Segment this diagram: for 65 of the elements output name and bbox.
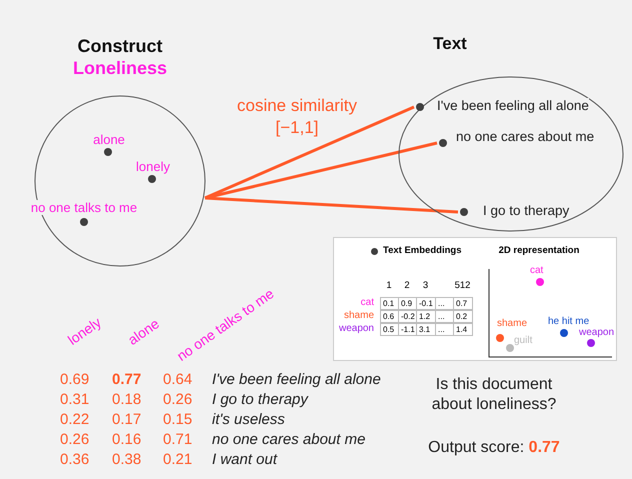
row-label: weapon xyxy=(338,323,374,334)
sentence: no one cares about me xyxy=(212,431,366,448)
column-label: alone xyxy=(124,315,162,348)
sentence: it's useless xyxy=(212,411,285,428)
score-value: 0.31 xyxy=(60,391,90,408)
point-label: weapon xyxy=(579,327,614,338)
score-value: 0.36 xyxy=(60,451,90,468)
sentence: I've been feeling all alone xyxy=(212,371,381,388)
point-label: shame xyxy=(497,318,528,330)
score-value: 0.38 xyxy=(112,451,142,468)
point-label: he hit me xyxy=(548,316,590,328)
score-value: 0.71 xyxy=(163,431,192,448)
connector-line xyxy=(204,106,415,200)
score-value: 0.77 xyxy=(112,371,142,388)
table-cell: 0.6 xyxy=(380,310,399,323)
column-header: 2 xyxy=(403,281,411,292)
column-header: 1 xyxy=(385,281,393,292)
table-cell: 3.1 xyxy=(416,323,436,336)
sentence: I want out xyxy=(212,451,278,468)
sentence: I've been feeling all alone xyxy=(437,98,589,113)
panel-heading: Text Embeddings xyxy=(383,245,462,256)
score-value: 0.64 xyxy=(163,371,192,388)
table-cell: 0.9 xyxy=(398,297,417,310)
sentence: no one cares about me xyxy=(456,129,594,144)
table-cell: -0.2 xyxy=(398,310,417,323)
point-label: guilt xyxy=(514,335,532,346)
point-label: cat xyxy=(530,265,544,276)
connector-line xyxy=(204,142,438,200)
score-value: 0.16 xyxy=(112,431,142,448)
point-label: alone xyxy=(92,132,126,147)
row-label: shame xyxy=(342,310,374,322)
question-text: Is this document about loneliness? xyxy=(430,375,558,415)
output-score: Output score: 0.77 xyxy=(427,439,561,458)
inset-panel xyxy=(333,237,617,361)
score-value: 0.69 xyxy=(60,371,90,388)
table-cell: 0.5 xyxy=(380,323,399,336)
score-value: 0.26 xyxy=(163,391,192,408)
table-cell: 0.1 xyxy=(380,297,399,310)
column-header: 3 xyxy=(422,281,430,292)
table-cell: ... xyxy=(435,310,454,323)
heading: Text xyxy=(432,34,468,54)
row-label: cat xyxy=(360,297,374,308)
construct-name: Loneliness xyxy=(72,58,168,79)
score-value: 0.18 xyxy=(112,391,142,408)
table-cell: -1.1 xyxy=(398,323,417,336)
sentence: I go to therapy xyxy=(212,391,308,408)
table-cell: -0.1 xyxy=(416,297,436,310)
score-value: 0.26 xyxy=(60,431,90,448)
similarity-label: cosine similarity [−1,1] xyxy=(236,95,358,140)
table-cell: 1.4 xyxy=(453,323,473,336)
score-value: 0.15 xyxy=(163,411,192,428)
table-cell: 1.2 xyxy=(416,310,436,323)
sentence: I go to therapy xyxy=(483,203,570,218)
panel-heading: 2D representation xyxy=(498,245,580,256)
table-cell: ... xyxy=(435,297,454,310)
table-cell: ... xyxy=(435,323,454,336)
heading: Construct xyxy=(76,36,164,57)
table-cell: 0.7 xyxy=(453,297,473,310)
column-header: 512 xyxy=(454,281,472,292)
score-value: 0.21 xyxy=(163,451,192,468)
column-label: no one talks to me xyxy=(174,285,277,364)
score-value: 0.22 xyxy=(60,411,90,428)
connector-line xyxy=(204,196,458,214)
table-cell: 0.2 xyxy=(453,310,473,323)
score-value: 0.17 xyxy=(112,411,142,428)
